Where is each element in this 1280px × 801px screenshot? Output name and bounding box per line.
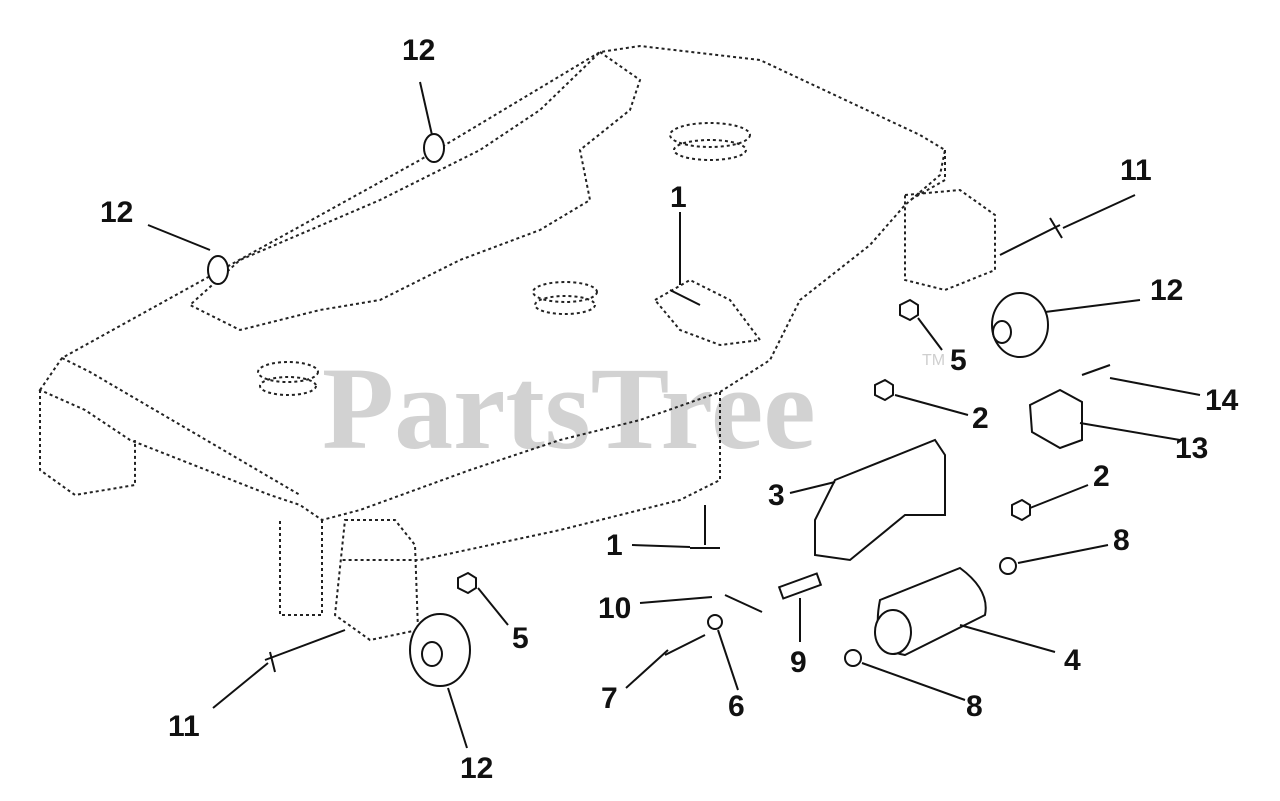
roller-bracket — [814, 438, 946, 562]
callout-11-left: 11 — [168, 710, 200, 743]
nut-5-right — [899, 298, 919, 322]
nut-2-top — [874, 378, 894, 402]
callout-12-right: 12 — [1150, 274, 1183, 307]
callout-8-left: 8 — [966, 690, 983, 723]
screw-14 — [1081, 364, 1111, 376]
callout-12-left: 12 — [100, 196, 133, 229]
plate-13 — [1028, 388, 1083, 450]
bolt-11-right — [999, 217, 1063, 256]
callout-9: 9 — [790, 646, 807, 679]
callout-6: 6 — [728, 690, 745, 723]
callouts: 12 12 1 11 12 5 2 14 13 3 2 1 8 10 5 9 4… — [100, 34, 1239, 785]
bolt-11-left — [264, 629, 346, 673]
callout-1-top: 1 — [670, 181, 687, 214]
callout-1-bottom: 1 — [606, 529, 623, 562]
axle-pin — [777, 572, 823, 600]
watermark-trademark: TM — [922, 352, 945, 369]
callout-13: 13 — [1175, 432, 1208, 465]
callout-14: 14 — [1205, 384, 1239, 417]
callout-11-right: 11 — [1120, 154, 1152, 187]
leader-lines — [147, 81, 1201, 749]
callout-5-left: 5 — [512, 622, 529, 655]
watermark-text: PartsTree — [322, 343, 816, 474]
pin-10 — [724, 594, 763, 613]
nut-5-left — [457, 571, 477, 595]
wheels — [207, 133, 1049, 687]
callout-8-right: 8 — [1113, 524, 1130, 557]
washer-right — [999, 557, 1017, 575]
roller-assembly — [777, 388, 1083, 667]
bolt-1-bottom — [690, 505, 720, 549]
callout-5-right: 5 — [950, 344, 967, 377]
callout-2-top: 2 — [972, 402, 989, 435]
wheel-rear-mid — [423, 133, 445, 163]
callout-10: 10 — [598, 592, 631, 625]
washer-left — [844, 649, 862, 667]
callout-2-right: 2 — [1093, 460, 1110, 493]
callout-4: 4 — [1064, 644, 1081, 677]
callout-3: 3 — [768, 479, 785, 512]
wheel-rear-left — [207, 255, 229, 285]
fasteners — [264, 217, 1111, 673]
bolt-1-top — [669, 289, 701, 306]
washer-6 — [707, 614, 723, 630]
callout-12-bottom: 12 — [460, 752, 493, 785]
nut-2-right — [1011, 498, 1031, 522]
callout-7: 7 — [601, 682, 618, 715]
bolt-7 — [664, 634, 706, 656]
mower-deck — [38, 44, 996, 642]
callout-12-top: 12 — [402, 34, 435, 67]
